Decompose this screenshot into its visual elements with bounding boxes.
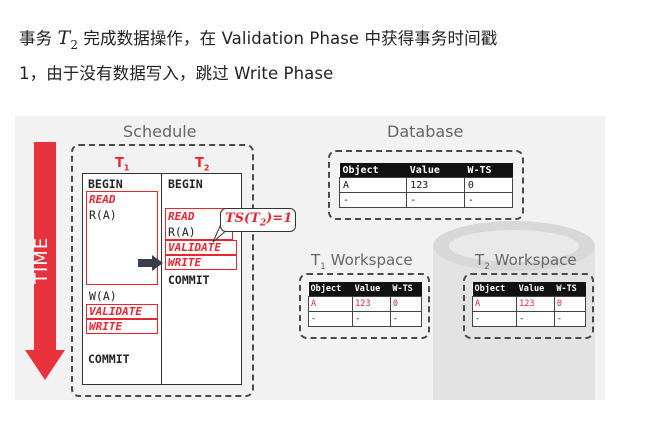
description-line-2: 1，由于没有数据写入，跳过 Write Phase (19, 64, 334, 83)
schedule-label: Schedule (123, 122, 197, 141)
t1-write: WRITE (89, 320, 123, 333)
t2-header: T2 (195, 156, 210, 173)
timestamp-callout-text: TS(T2)=1 (225, 211, 293, 229)
slide-image: TIME Schedule T1 T2 BEGIN READ R(A) W(A)… (15, 116, 605, 400)
t1-commit: COMMIT (88, 352, 130, 366)
t1-wa: W(A) (89, 289, 117, 303)
line1-text-b: 完成数据操作，在 Validation Phase 中获得事务时间戳 (78, 29, 498, 48)
t1-workspace-label: T1 Workspace (311, 251, 413, 272)
math-t2: T2 (57, 27, 79, 52)
t1-header: T1 (115, 156, 130, 173)
t2-begin: BEGIN (168, 177, 203, 191)
description-line-1: 事务 T2 完成数据操作，在 Validation Phase 中获得事务时间戳 (19, 25, 497, 52)
t1-begin: BEGIN (88, 177, 123, 191)
t1-read: READ (89, 193, 116, 206)
t1-ra: R(A) (89, 208, 117, 222)
t2-workspace-frame (463, 273, 594, 339)
time-arrow-head (25, 350, 65, 380)
schedule-divider (161, 173, 162, 385)
current-step-arrow-icon (138, 255, 163, 271)
t1-write-box (86, 319, 158, 334)
time-label: TIME (31, 236, 52, 284)
t2-workspace-label: T2 Workspace (475, 251, 577, 272)
time-arrow-shaft (34, 142, 56, 350)
database-frame (328, 150, 524, 220)
t2-validate-box (165, 240, 237, 255)
t1-workspace-frame (299, 273, 430, 339)
t1-validate: VALIDATE (89, 305, 142, 318)
t1-read-phase-box (86, 191, 158, 285)
t2-validate: VALIDATE (168, 241, 221, 254)
t2-write-box (165, 255, 237, 270)
t2-read: READ (168, 210, 195, 223)
timestamp-callout (220, 208, 296, 232)
t2-commit: COMMIT (168, 273, 210, 287)
line1-text-a: 事务 (19, 29, 58, 48)
t1-validate-box (86, 304, 158, 319)
t2-write: WRITE (168, 256, 202, 269)
database-label: Database (387, 122, 464, 141)
t2-ra: R(A) (168, 225, 196, 239)
schedule-frame (71, 144, 254, 397)
